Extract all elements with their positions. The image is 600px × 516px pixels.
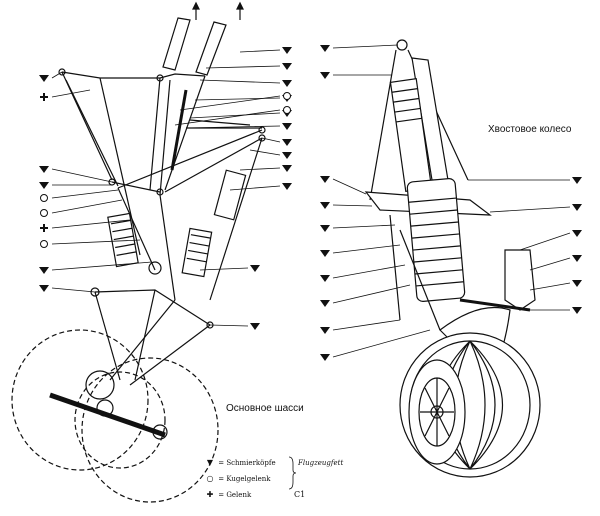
triangle-icon <box>320 275 330 282</box>
leader-line <box>199 267 249 271</box>
tail-wheel-title: Хвостовое колесо <box>488 124 572 135</box>
gear-drawing <box>11 1 541 503</box>
triangle-icon <box>572 204 582 211</box>
leader-line <box>194 97 281 101</box>
triangle-icon <box>320 250 330 257</box>
circle-icon: ○ <box>206 474 214 483</box>
triangle-icon <box>282 47 292 54</box>
triangle-icon <box>572 177 582 184</box>
leader-line <box>51 199 123 214</box>
triangle-icon <box>320 45 330 52</box>
plus-icon <box>40 93 48 101</box>
triangle-icon <box>282 152 292 159</box>
leader-line <box>332 44 399 49</box>
leader-line <box>185 125 281 129</box>
triangle-icon <box>320 327 330 334</box>
leader-line <box>529 282 571 291</box>
circle-icon <box>40 194 48 202</box>
leader-line <box>519 232 571 251</box>
leader-line <box>249 149 281 156</box>
triangle-icon <box>250 265 260 272</box>
legend-row-joint: ✚ = Gelenk <box>204 490 252 504</box>
leader-line <box>51 71 63 79</box>
plus-icon: ✚ <box>206 490 214 499</box>
triangle-icon <box>39 166 49 173</box>
legend-brace <box>288 456 296 490</box>
lubrication-markers <box>39 45 582 361</box>
legend-brace-label: Flugzeugfett <box>298 459 344 467</box>
circle-icon <box>40 209 48 217</box>
leader-line <box>239 167 281 171</box>
leader-line <box>332 329 431 358</box>
leader-line <box>179 95 281 111</box>
leader-line <box>51 287 96 293</box>
leader-line <box>51 189 119 199</box>
leader-line <box>332 244 401 254</box>
triangle-icon: ▼ <box>206 458 214 467</box>
triangle-icon <box>320 225 330 232</box>
legend-text: = Gelenk <box>218 491 252 499</box>
leader-line <box>261 137 281 143</box>
leader-line <box>174 109 281 126</box>
plus-icon <box>40 224 48 232</box>
leader-line <box>199 79 281 84</box>
leader-line <box>529 257 571 271</box>
leader-line <box>205 65 281 69</box>
leader-line <box>51 168 113 183</box>
legend-row-grease: ▼ = Schmierköpfe <box>204 458 276 472</box>
leader-line <box>332 204 373 207</box>
leader-line <box>51 219 131 229</box>
triangle-icon <box>320 176 330 183</box>
triangle-icon <box>320 202 330 209</box>
leader-line <box>332 319 401 331</box>
circle-icon <box>283 92 291 100</box>
leader-line <box>189 112 281 119</box>
leader-line <box>51 89 91 98</box>
leader-line <box>332 178 367 195</box>
triangle-icon <box>39 75 49 82</box>
triangle-icon <box>572 307 582 314</box>
legend-text: = Kugelgelenk <box>218 475 271 483</box>
legend-text: = Schmierköpfe <box>218 459 276 467</box>
triangle-icon <box>320 300 330 307</box>
legend-row-ball-joint: ○ = Kugelgelenk <box>204 474 271 488</box>
leader-line <box>332 224 396 229</box>
circle-icon <box>40 240 48 248</box>
triangle-icon <box>282 123 292 130</box>
triangle-icon <box>320 72 330 79</box>
triangle-icon <box>282 80 292 87</box>
triangle-icon <box>250 323 260 330</box>
triangle-icon <box>282 165 292 172</box>
leader-line <box>332 284 411 304</box>
triangle-icon <box>39 285 49 292</box>
legend-code: C1 <box>294 490 306 499</box>
triangle-icon <box>39 182 49 189</box>
leader-line <box>239 49 281 53</box>
main-gear-title: Основное шасси <box>226 403 304 414</box>
triangle-icon <box>572 280 582 287</box>
triangle-icon <box>39 267 49 274</box>
leader-lines <box>51 44 571 358</box>
circle-icon <box>283 106 291 114</box>
leader-line <box>51 261 153 271</box>
triangle-icon <box>320 354 330 361</box>
leader-line <box>209 324 249 327</box>
leader-line <box>51 239 141 245</box>
triangle-icon <box>572 255 582 262</box>
triangle-icon <box>282 63 292 70</box>
leader-line <box>332 264 406 279</box>
leader-line <box>489 206 571 213</box>
triangle-icon <box>572 230 582 237</box>
leader-line <box>229 185 281 191</box>
triangle-icon <box>282 183 292 190</box>
triangle-icon <box>282 139 292 146</box>
